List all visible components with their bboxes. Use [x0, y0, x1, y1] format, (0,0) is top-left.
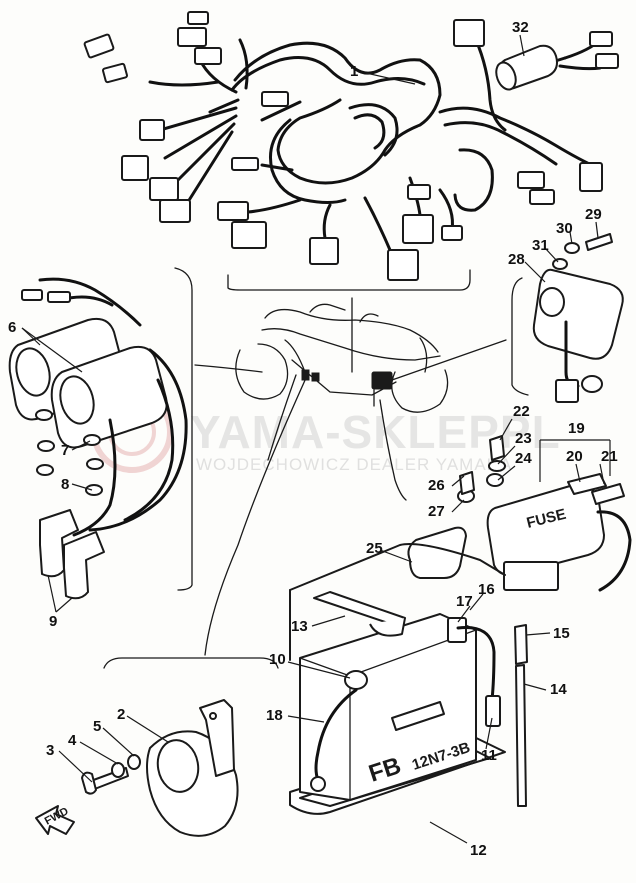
callout-29: 29	[585, 206, 602, 223]
fuse-box: FUSE	[407, 435, 632, 592]
wire-harness	[83, 11, 619, 281]
callout-6: 6	[8, 319, 16, 336]
callout-22: 22	[513, 403, 530, 420]
callout-18: 18	[266, 707, 283, 724]
callout-7: 7	[61, 442, 69, 459]
callout-15: 15	[553, 625, 570, 642]
callout-numbers: 1 2 3 4 5 6 7 8 9 10 11 12 13 14 15 16 1…	[8, 19, 618, 859]
motorcycle-outline	[194, 297, 507, 656]
callout-25: 25	[366, 540, 383, 557]
horn: FWD	[35, 699, 239, 837]
callout-4: 4	[68, 732, 77, 749]
section-brackets	[103, 267, 529, 669]
callout-12: 12	[470, 842, 487, 859]
callout-14: 14	[550, 681, 567, 698]
battery-section: FB 12N7-3B	[289, 543, 528, 815]
callout-17: 17	[456, 593, 473, 610]
callout-8: 8	[61, 476, 69, 493]
callout-leaders	[21, 34, 611, 844]
callout-32: 32	[512, 19, 529, 36]
watermark-subtitle: WOJDECHOWICZ DEALER YAMAHA	[196, 455, 512, 474]
callout-19: 19	[568, 420, 585, 437]
callout-16: 16	[478, 581, 495, 598]
callout-31: 31	[532, 237, 549, 254]
callout-13: 13	[291, 618, 308, 635]
callout-26: 26	[428, 477, 445, 494]
flasher-relay	[532, 233, 624, 403]
callout-27: 27	[428, 503, 445, 520]
callout-30: 30	[556, 220, 573, 237]
ignition-coils	[8, 277, 188, 600]
callout-1: 1	[350, 63, 358, 80]
callout-5: 5	[93, 718, 101, 735]
callout-24: 24	[515, 450, 532, 467]
callout-2: 2	[117, 706, 125, 723]
callout-23: 23	[515, 430, 532, 447]
callout-10: 10	[269, 651, 286, 668]
callout-28: 28	[508, 251, 525, 268]
callout-3: 3	[46, 742, 54, 759]
callout-11: 11	[481, 747, 497, 764]
callout-9: 9	[49, 613, 57, 630]
callout-20: 20	[566, 448, 583, 465]
callout-21: 21	[601, 448, 618, 465]
